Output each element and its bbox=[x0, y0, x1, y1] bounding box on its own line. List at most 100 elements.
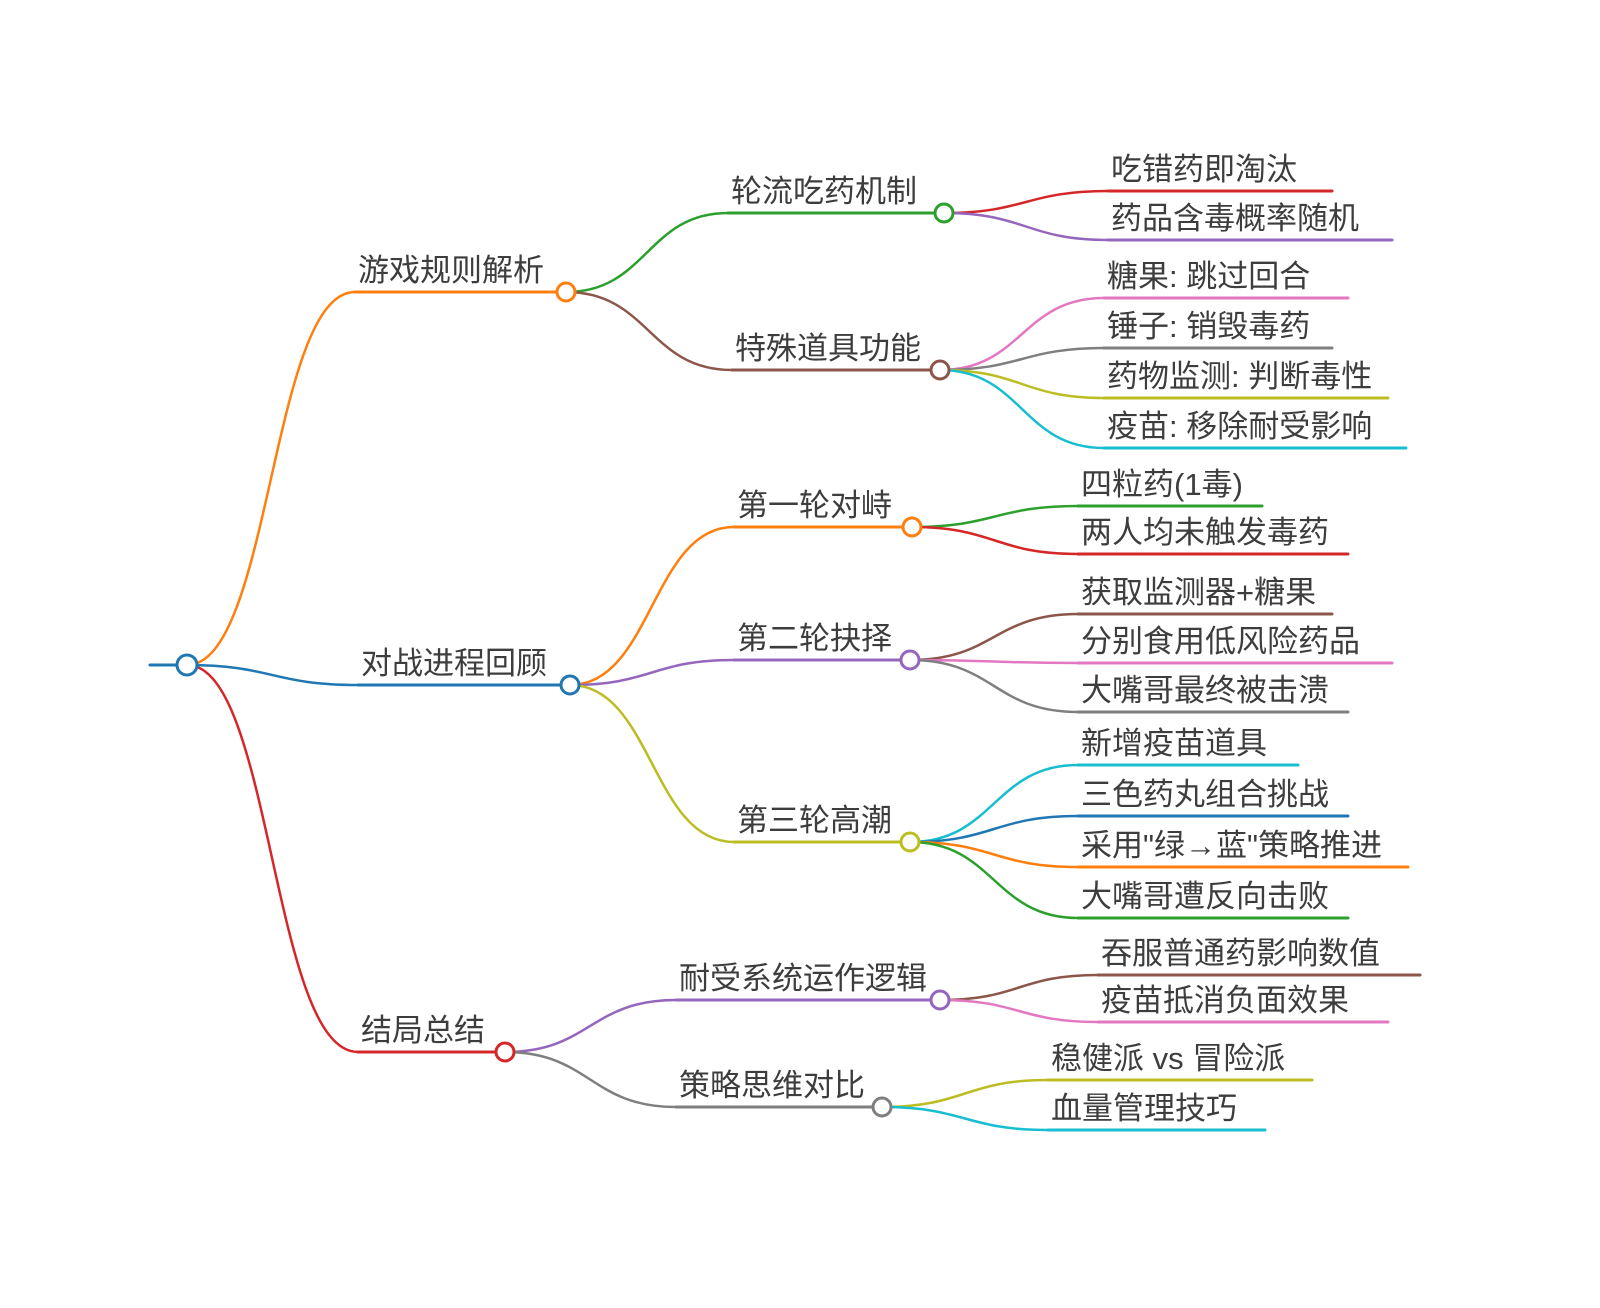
link-round3 bbox=[569, 683, 735, 844]
leaf-label: 分别食用低风险药品 bbox=[1081, 624, 1360, 659]
leaf-label: 四粒药(1毒) bbox=[1081, 467, 1243, 502]
node-round2-circle[interactable] bbox=[899, 649, 921, 671]
node-special-items-circle[interactable] bbox=[929, 359, 951, 381]
link-poison-probability-random bbox=[943, 211, 1109, 242]
link-eat-low-risk bbox=[909, 658, 1079, 665]
link-strategy-compare bbox=[504, 1050, 677, 1109]
node-special-items-label: 特殊道具功能 bbox=[735, 331, 921, 366]
node-medicine-turn-label: 轮流吃药机制 bbox=[731, 174, 917, 209]
leaf-label: 糖果: 跳过回合 bbox=[1107, 259, 1310, 294]
node-ending-summary-circle[interactable] bbox=[494, 1041, 516, 1063]
link-round2 bbox=[569, 658, 735, 687]
node-ending-summary-label: 结局总结 bbox=[361, 1013, 485, 1048]
link-hammer-destroy-poison bbox=[939, 346, 1105, 372]
node-strategy-label: 策略思维对比 bbox=[679, 1068, 865, 1103]
node-medicine-turn-mechanism: 轮流吃药机制 bbox=[726, 174, 955, 224]
node-round3-label: 第三轮高潮 bbox=[737, 803, 892, 838]
leaf-label: 锤子: 销毁毒药 bbox=[1107, 309, 1310, 344]
leaf-label: 血量管理技巧 bbox=[1051, 1091, 1237, 1126]
link-tolerance-system bbox=[504, 998, 677, 1054]
node-tolerance-label: 耐受系统运作逻辑 bbox=[679, 961, 927, 996]
link-drug-monitor bbox=[939, 368, 1105, 400]
node-ending-summary: 结局总结 bbox=[356, 1013, 516, 1063]
link-bigmouth-reverse-defeat bbox=[909, 840, 1079, 920]
leaf-label: 大嘴哥最终被击溃 bbox=[1081, 673, 1329, 708]
leaf-label: 两人均未触发毒药 bbox=[1081, 515, 1329, 550]
leaf-wrong-medicine-eliminated: 吃错药即淘汰 bbox=[1106, 152, 1334, 193]
node-round1-circle[interactable] bbox=[901, 516, 923, 538]
link-game-rules bbox=[186, 290, 356, 667]
node-root bbox=[175, 653, 199, 677]
link-hp-management bbox=[881, 1105, 1049, 1132]
leaf-get-monitor-candy: 获取监测器+糖果 bbox=[1076, 575, 1334, 616]
link-ending-summary bbox=[186, 663, 359, 1054]
node-round1-label: 第一轮对峙 bbox=[737, 488, 892, 523]
node-strategy-circle[interactable] bbox=[871, 1096, 893, 1118]
link-four-pills bbox=[911, 504, 1079, 529]
link-candy-skip-turn bbox=[939, 296, 1105, 372]
leaf-eat-low-risk: 分别食用低风险药品 bbox=[1076, 624, 1394, 665]
leaf-label: 大嘴哥遭反向击败 bbox=[1081, 879, 1329, 914]
leaf-no-poison-triggered: 两人均未触发毒药 bbox=[1076, 515, 1350, 556]
link-layer bbox=[148, 189, 1109, 1132]
leaf-drug-monitor: 药物监测: 判断毒性 bbox=[1102, 359, 1390, 400]
link-wrong-medicine-eliminated bbox=[943, 189, 1109, 215]
link-new-vaccine-item bbox=[909, 763, 1079, 844]
node-game-rules-label: 游戏规则解析 bbox=[358, 253, 544, 288]
node-tolerance-system: 耐受系统运作逻辑 bbox=[674, 961, 951, 1011]
node-battle-review-circle[interactable] bbox=[559, 674, 581, 696]
node-round2: 第二轮抉择 bbox=[732, 621, 921, 671]
link-no-poison-triggered bbox=[911, 525, 1079, 556]
leaf-vaccine-offsets-negative: 疫苗抵消负面效果 bbox=[1096, 983, 1390, 1024]
link-get-monitor-candy bbox=[909, 612, 1079, 662]
node-game-rules-circle[interactable] bbox=[555, 281, 577, 303]
leaf-candy-skip-turn: 糖果: 跳过回合 bbox=[1102, 259, 1350, 300]
node-round2-label: 第二轮抉择 bbox=[737, 621, 892, 656]
leaf-green-blue-strategy: 采用"绿→蓝"策略推进 bbox=[1076, 828, 1410, 869]
leaf-label: 疫苗: 移除耐受影响 bbox=[1107, 409, 1372, 444]
leaf-three-color-pills: 三色药丸组合挑战 bbox=[1076, 777, 1350, 818]
leaf-label: 三色药丸组合挑战 bbox=[1081, 777, 1329, 812]
leaf-poison-probability-random: 药品含毒概率随机 bbox=[1106, 201, 1394, 242]
leaf-steady-vs-risky: 稳健派 vs 冒险派 bbox=[1046, 1041, 1314, 1082]
link-bigmouth-defeated bbox=[909, 658, 1079, 714]
link-medicine-turn-mechanism bbox=[565, 211, 729, 294]
node-layer: 游戏规则解析 对战进程回顾 结局总结 轮流吃药机制 特殊道具功能 bbox=[175, 152, 1422, 1132]
leaf-new-vaccine-item: 新增疫苗道具 bbox=[1076, 726, 1300, 767]
link-battle-review bbox=[186, 663, 359, 687]
leaf-label: 新增疫苗道具 bbox=[1081, 726, 1267, 761]
leaf-four-pills: 四粒药(1毒) bbox=[1076, 467, 1264, 508]
root-circle[interactable] bbox=[175, 653, 199, 677]
node-round3-circle[interactable] bbox=[899, 831, 921, 853]
node-strategy-compare: 策略思维对比 bbox=[674, 1068, 893, 1118]
leaf-label: 药品含毒概率随机 bbox=[1111, 201, 1359, 236]
link-round1 bbox=[569, 525, 735, 687]
link-vaccine-remove-tolerance bbox=[939, 368, 1105, 450]
leaf-label: 获取监测器+糖果 bbox=[1081, 575, 1316, 610]
node-special-item-functions: 特殊道具功能 bbox=[730, 331, 951, 381]
leaf-hammer-destroy-poison: 锤子: 销毁毒药 bbox=[1102, 309, 1334, 350]
link-green-blue-strategy bbox=[909, 840, 1079, 869]
leaf-label: 吃错药即淘汰 bbox=[1111, 152, 1297, 187]
leaf-label: 吞服普通药影响数值 bbox=[1101, 936, 1380, 971]
node-round1: 第一轮对峙 bbox=[732, 488, 923, 538]
node-game-rules: 游戏规则解析 bbox=[353, 253, 577, 303]
leaf-vaccine-remove-tolerance: 疫苗: 移除耐受影响 bbox=[1102, 409, 1408, 450]
leaf-bigmouth-defeated: 大嘴哥最终被击溃 bbox=[1076, 673, 1350, 714]
link-normal-medicine-affects-value bbox=[939, 973, 1099, 1002]
leaf-label: 稳健派 vs 冒险派 bbox=[1051, 1041, 1285, 1076]
node-tolerance-circle[interactable] bbox=[929, 989, 951, 1011]
node-battle-review-label: 对战进程回顾 bbox=[361, 646, 547, 681]
leaf-hp-management: 血量管理技巧 bbox=[1046, 1091, 1267, 1132]
node-medicine-turn-circle[interactable] bbox=[933, 202, 955, 224]
link-three-color-pills bbox=[909, 814, 1079, 844]
leaf-label: 药物监测: 判断毒性 bbox=[1107, 359, 1372, 394]
leaf-label: 疫苗抵消负面效果 bbox=[1101, 983, 1349, 1018]
link-special-item-functions bbox=[565, 290, 733, 372]
leaf-normal-medicine-affects-value: 吞服普通药影响数值 bbox=[1096, 936, 1422, 977]
node-battle-review: 对战进程回顾 bbox=[356, 646, 581, 696]
leaf-label: 采用"绿→蓝"策略推进 bbox=[1081, 828, 1382, 863]
leaf-bigmouth-reverse-defeat: 大嘴哥遭反向击败 bbox=[1076, 879, 1350, 920]
